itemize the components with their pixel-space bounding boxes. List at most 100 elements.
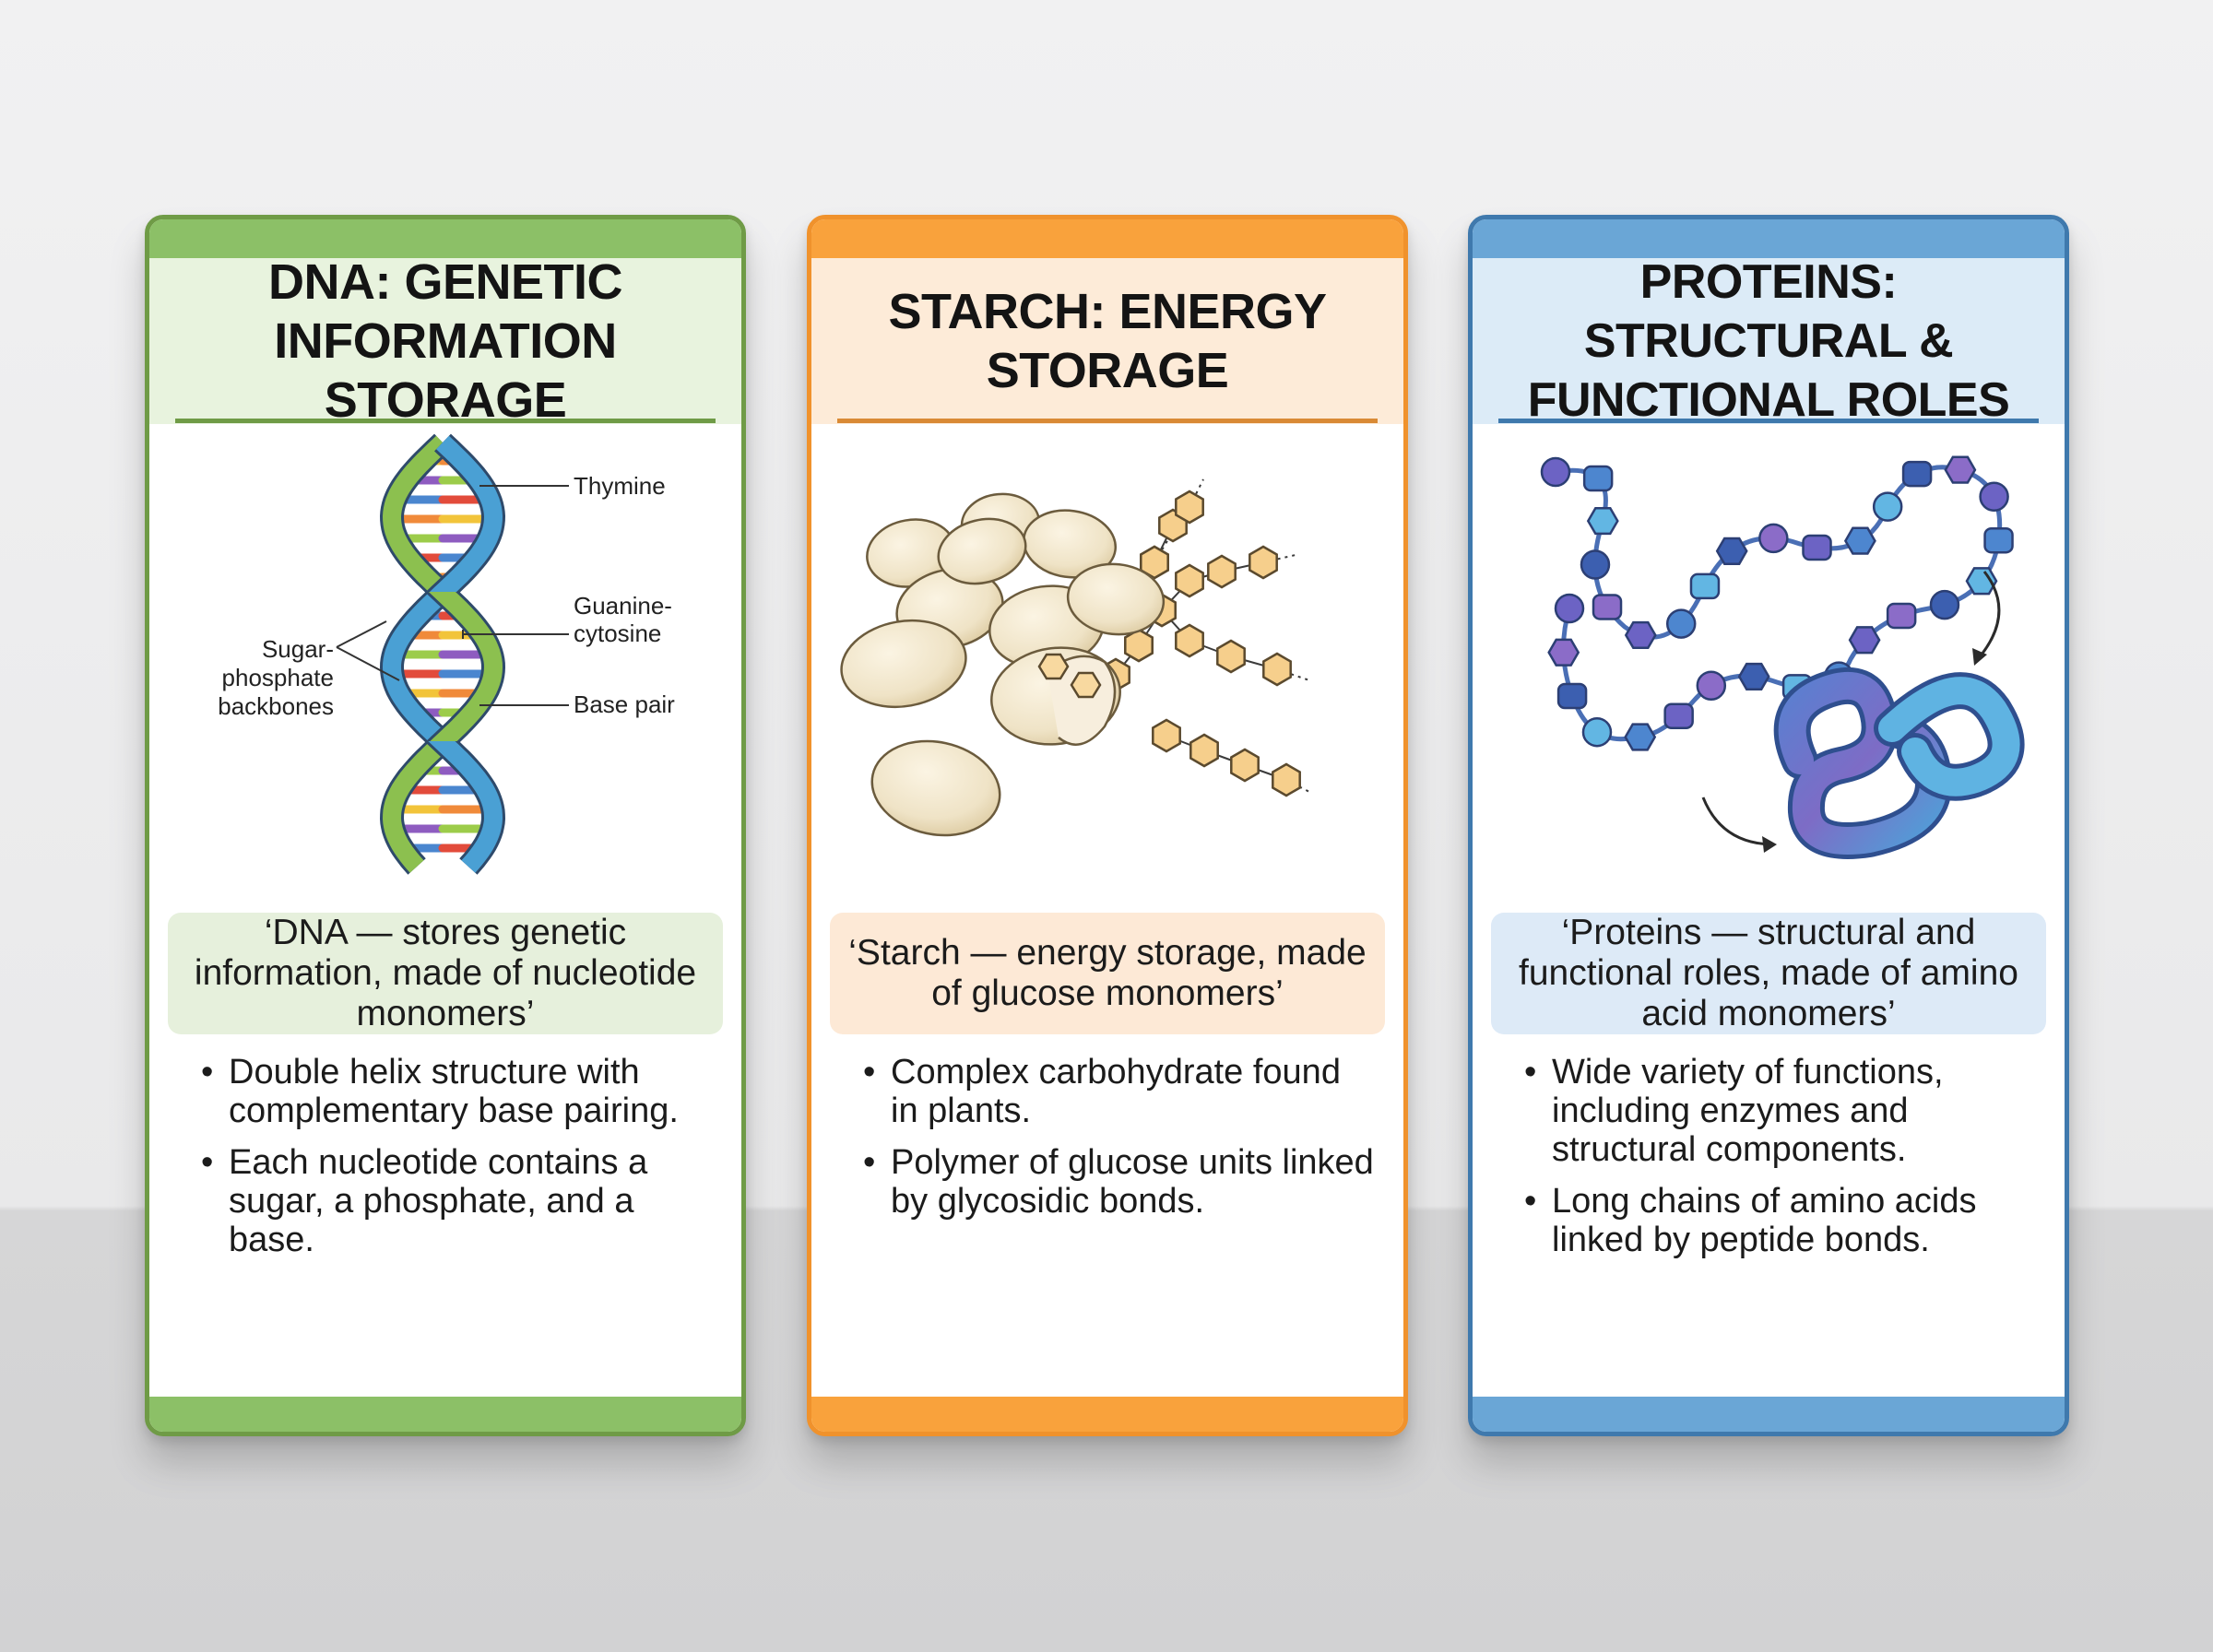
amino-acid-residue	[1624, 620, 1657, 650]
title-underline	[837, 419, 1378, 423]
amino-acid-residue	[1983, 526, 2014, 554]
amino-acid-residue	[1556, 682, 1588, 710]
card-title: Starch: Energy Storage	[888, 284, 1327, 398]
sugar-phosphate-strands	[379, 433, 506, 875]
definition-quote: ‘Proteins — structural and functional ro…	[1491, 913, 2046, 1034]
label-backbones: backbones	[218, 692, 334, 720]
amino-acid-residue	[1901, 460, 1933, 488]
glucose-unit	[1140, 545, 1169, 580]
glucose-unit	[1124, 628, 1154, 663]
card-header: Proteins: Structural & Functional Roles	[1473, 255, 2065, 427]
amino-acid-residue	[1547, 638, 1580, 667]
glucose-unit	[1207, 554, 1237, 589]
glycosidic-bond	[1276, 668, 1310, 681]
amino-acid-residue	[1665, 608, 1697, 639]
sugar-phosphate-strand	[428, 741, 503, 873]
glucose-chains	[1101, 478, 1312, 797]
amino-acid-residue	[1886, 602, 1917, 630]
starch-granule	[937, 517, 1027, 585]
definition-quote: ‘Starch — energy storage, made of glucos…	[830, 913, 1385, 1034]
amino-acid-residue	[1872, 491, 1903, 522]
card-header: DNA: Genetic Information Storage	[149, 254, 741, 428]
amino-acid-residue	[1540, 456, 1571, 488]
fold-arrow	[1701, 796, 1773, 846]
glycosidic-bond	[1154, 534, 1172, 563]
card-top-band	[149, 219, 741, 258]
amino-acid-residue	[1965, 567, 1998, 596]
fact-list: Complex carbohydrate found in plants. Po…	[863, 1053, 1376, 1233]
starch-granule	[870, 739, 1001, 837]
amino-acid-residue	[1758, 523, 1789, 554]
amino-acid-residue	[1737, 662, 1770, 691]
amino-acid-residue	[1582, 465, 1614, 492]
amino-acid-residue	[1802, 534, 1832, 561]
protein-card: Proteins: Structural & Functional Roles	[1468, 215, 2069, 1436]
title-underline	[175, 419, 716, 423]
amino-acid-residue	[1580, 549, 1611, 580]
fact-list: Wide variety of functions, including enz…	[1524, 1053, 2037, 1272]
card-bottom-band	[1473, 1397, 2065, 1432]
starch-card: Starch: Energy Storage	[807, 215, 1408, 1436]
card-title: Proteins: Structural & Functional Roles	[1527, 255, 2010, 427]
fact-list: Double helix structure with complementar…	[201, 1053, 714, 1272]
glucose-unit	[1175, 563, 1204, 598]
fact-item: Double helix structure with complementar…	[201, 1053, 714, 1130]
folded-protein	[1773, 667, 2025, 859]
amino-acid-residue	[1624, 723, 1657, 751]
label-cytosine: cytosine	[574, 620, 661, 647]
sugar-phosphate-strand	[382, 741, 457, 873]
glucose-unit	[1272, 762, 1301, 797]
amino-acid-residue	[1715, 537, 1748, 565]
card-top-band	[1473, 219, 2065, 258]
card-bottom-band	[149, 1397, 741, 1432]
glucose-unit	[1189, 733, 1219, 768]
fold-arrow	[1976, 571, 2001, 660]
fact-item: Wide variety of functions, including enz…	[1524, 1053, 2037, 1169]
glucose-unit	[1175, 623, 1204, 658]
fact-item: Long chains of amino acids linked by pep…	[1524, 1182, 2037, 1259]
sugar-phosphate-strand	[429, 435, 503, 592]
amino-acid-residue	[1586, 506, 1619, 536]
glucose-unit	[1249, 545, 1278, 580]
glucose-unit	[1152, 718, 1181, 753]
amino-acid-residue	[1696, 670, 1727, 701]
starch-granules-illustration	[840, 478, 1312, 837]
card-bottom-band	[811, 1397, 1403, 1432]
card-header: Starch: Energy Storage	[811, 258, 1403, 424]
amino-acid-residue	[1848, 626, 1881, 655]
arrow-head-icon	[1762, 836, 1777, 853]
glucose-unit	[1230, 748, 1260, 783]
glycosidic-bond	[1189, 478, 1204, 508]
definition-quote: ‘DNA — stores genetic information, made …	[168, 913, 723, 1034]
fact-item: Complex carbohydrate found in plants.	[863, 1053, 1376, 1130]
sugar-phosphate-strand	[428, 592, 503, 741]
fact-item: Polymer of glucose units linked by glyco…	[863, 1143, 1376, 1221]
protein-chain-illustration	[1540, 455, 2025, 859]
folding-arrows	[1701, 571, 2001, 846]
amino-acid-residue	[1843, 526, 1876, 555]
title-underline	[1498, 419, 2039, 423]
magnified-glucose-section	[1037, 653, 1117, 746]
amino-acid-residue	[1581, 716, 1613, 748]
starch-granule	[840, 619, 967, 709]
label-thymine: Thymine	[574, 472, 666, 500]
label-leader-lines	[336, 485, 569, 706]
amino-acid-residue	[1979, 481, 2009, 512]
amino-acid-residue	[1663, 702, 1694, 729]
glucose-unit	[1216, 639, 1246, 674]
label-phosphate: phosphate	[222, 664, 334, 691]
arrow-head-icon	[1972, 648, 1987, 666]
glycosidic-bond	[1285, 779, 1312, 794]
starch-granule	[1066, 562, 1166, 636]
glucose-unit	[1262, 652, 1292, 687]
amino-acid-residue	[1944, 455, 1977, 484]
card-top-band	[811, 219, 1403, 258]
sugar-phosphate-strand	[382, 435, 456, 592]
glucose-unit	[1175, 490, 1204, 525]
fact-item: Each nucleotide contains a sugar, a phos…	[201, 1143, 714, 1259]
label-sugar: Sugar-	[262, 635, 334, 663]
label-guanine: Guanine-	[574, 592, 672, 620]
glycosidic-bond	[1262, 554, 1296, 563]
dna-double-helix-illustration: Thymine Guanine- cytosine Base pair Suga…	[218, 433, 675, 875]
amino-acid-residue	[1689, 572, 1721, 600]
